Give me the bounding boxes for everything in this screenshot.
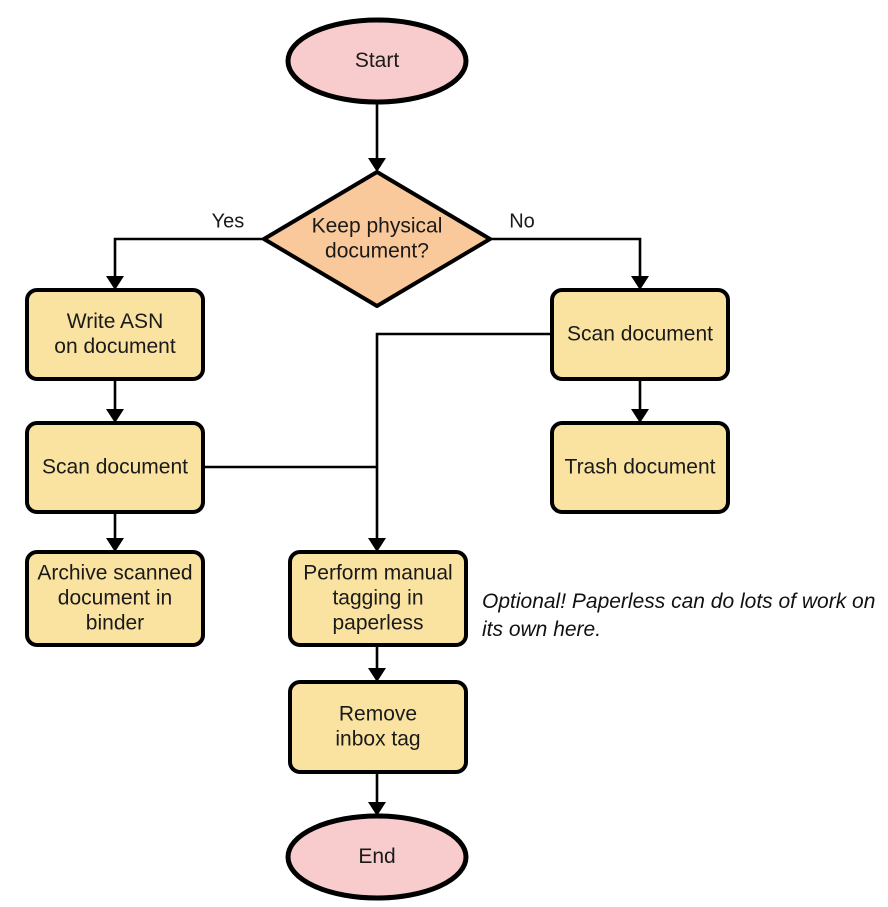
node-shape-rect	[550, 421, 730, 514]
arrowhead-icon	[631, 276, 649, 290]
arrowhead-icon	[368, 538, 386, 552]
node-label-line: Archive scanned	[37, 561, 192, 584]
node-label-line: End	[358, 845, 395, 868]
node-start: Start	[285, 17, 469, 105]
edge-line	[490, 237, 642, 284]
node-label: Start	[355, 49, 400, 72]
node-trash-document: Trash document	[550, 421, 730, 514]
annotation-line: Optional! Paperless can do lots of work …	[482, 590, 875, 613]
edge-scan-right-to-manual-tagging	[368, 332, 552, 552]
node-label: End	[358, 845, 395, 868]
node-shape-rect	[550, 288, 730, 381]
edges-layer: Yes No	[106, 102, 649, 816]
edge-start-to-decision	[368, 102, 386, 172]
node-label-line: inbox tag	[335, 727, 420, 750]
edge-label: No	[509, 210, 535, 232]
node-shape-diamond	[262, 170, 492, 308]
node-label-line: Perform manual	[303, 561, 452, 584]
arrowhead-icon	[368, 158, 386, 172]
node-label: Scan document	[42, 455, 188, 478]
edge-label: Yes	[212, 210, 245, 232]
node-label-line: Trash document	[565, 455, 716, 478]
annotations-layer: Optional! Paperless can do lots of work …	[482, 590, 875, 641]
edge-decision-yes-to-write-asn: Yes	[106, 210, 264, 290]
edge-scan-left-to-archive	[106, 512, 124, 552]
node-label-line: tagging in	[332, 586, 423, 609]
node-shape-rect	[288, 550, 468, 647]
edge-manual-tagging-to-remove-inbox	[368, 645, 386, 682]
node-label-line: Scan document	[567, 322, 713, 345]
edge-line	[375, 332, 552, 546]
arrowhead-icon	[106, 409, 124, 423]
arrowhead-icon	[368, 802, 386, 816]
arrowhead-icon	[631, 409, 649, 423]
arrowhead-icon	[368, 668, 386, 682]
node-end: End	[285, 813, 469, 901]
node-label-line: Write ASN	[67, 310, 163, 333]
edge-write-asn-to-scan-left	[106, 379, 124, 423]
node-label-line: document?	[325, 239, 429, 262]
edge-decision-no-to-scan-right: No	[490, 210, 649, 290]
node-label: Trash document	[565, 455, 716, 478]
node-shape-rect	[25, 421, 205, 514]
edge-scan-right-to-trash	[631, 379, 649, 423]
node-label-line: Keep physical	[312, 214, 443, 237]
edge-line	[113, 237, 264, 284]
node-shape-ellipse	[285, 17, 469, 105]
arrowhead-icon	[106, 538, 124, 552]
node-label-line: Scan document	[42, 455, 188, 478]
node-label-line: paperless	[332, 611, 423, 634]
node-shape-rect	[288, 680, 468, 774]
node-label-line: binder	[86, 611, 144, 634]
node-shape-ellipse	[285, 813, 469, 901]
node-label-line: Start	[355, 49, 400, 72]
annotation-optional-note: Optional! Paperless can do lots of work …	[482, 590, 875, 641]
node-shape-rect	[25, 288, 205, 381]
node-scan-document-left: Scan document	[25, 421, 205, 514]
edge-remove-inbox-to-end	[368, 772, 386, 816]
node-scan-document-right: Scan document	[550, 288, 730, 381]
node-label-line: Remove	[339, 702, 417, 725]
node-shape-rect	[25, 550, 205, 647]
node-label: Scan document	[567, 322, 713, 345]
arrowhead-icon	[106, 276, 124, 290]
annotation-line: its own here.	[482, 618, 601, 641]
node-label-line: document in	[58, 586, 172, 609]
node-label-line: on document	[54, 335, 176, 358]
